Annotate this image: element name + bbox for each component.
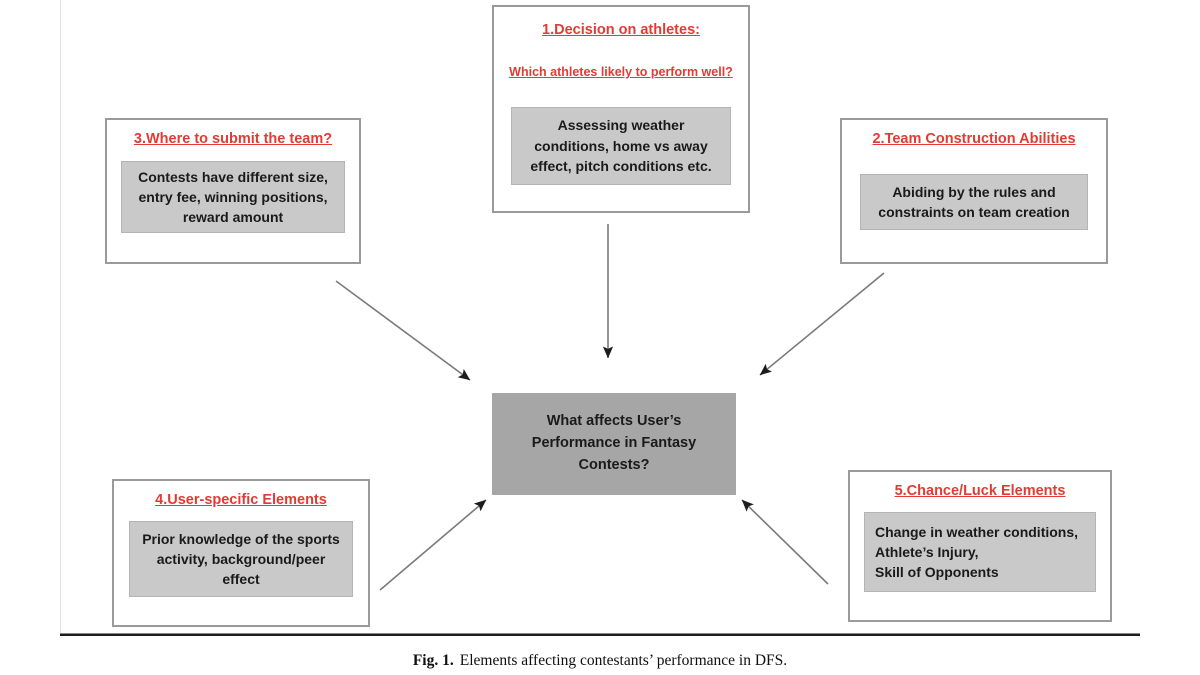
node-1-subtitle: Which athletes likely to perform well? <box>509 65 733 80</box>
node-3-title: 3.Where to submit the team? <box>133 131 333 147</box>
page-margin-rule <box>60 0 61 636</box>
node-chance-luck-elements: 5.Chance/Luck Elements Change in weather… <box>848 470 1112 622</box>
caption-label: Fig. 1. <box>412 652 454 669</box>
node-3-body: Contests have different size, entry fee,… <box>121 161 345 234</box>
node-5-body: Change in weather conditions, Athlete’s … <box>864 512 1096 593</box>
caption-text: Elements affecting contestants’ performa… <box>459 652 788 669</box>
arrow-node4-to-center <box>379 499 487 591</box>
node-user-specific-elements: 4.User-specific Elements Prior knowledge… <box>112 479 370 627</box>
figure-caption: Fig. 1. Elements affecting contestants’ p… <box>0 652 1200 670</box>
node-4-body: Prior knowledge of the sports activity, … <box>129 521 353 598</box>
figure-separator-rule <box>60 633 1140 636</box>
node-5-title: 5.Chance/Luck Elements <box>894 483 1066 499</box>
arrow-node3-to-center <box>335 280 471 381</box>
node-1-title: 1.Decision on athletes: <box>542 22 700 38</box>
node-where-to-submit-the-team: 3.Where to submit the team? Contests hav… <box>105 118 361 264</box>
node-4-title: 4.User-specific Elements <box>155 492 327 508</box>
node-2-title: 2.Team Construction Abilities <box>872 131 1076 147</box>
node-2-body: Abiding by the rules and constraints on … <box>860 174 1088 231</box>
center-node-user-performance: What affects User’s Performance in Fanta… <box>492 393 736 495</box>
node-1-body: Assessing weather conditions, home vs aw… <box>511 106 731 185</box>
node-team-construction-abilities: 2.Team Construction Abilities Abiding by… <box>840 118 1108 264</box>
arrow-node2-to-center <box>759 272 885 376</box>
node-decision-on-athletes: 1.Decision on athletes: Which athletes l… <box>492 5 750 213</box>
arrow-node5-to-center <box>741 499 829 585</box>
